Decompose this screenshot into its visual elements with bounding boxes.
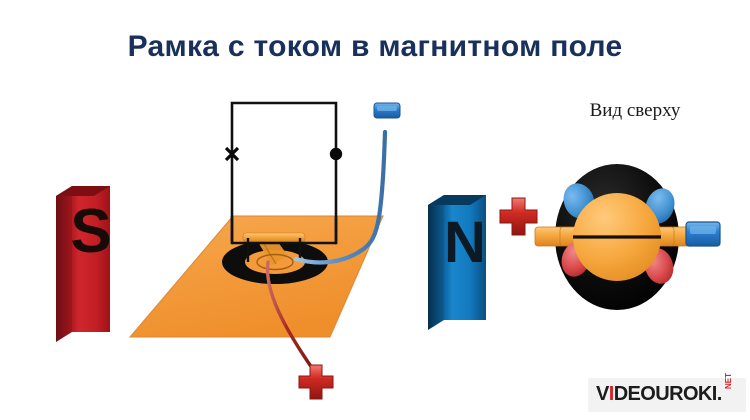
logo-wordmark: VIDEOUROKI.: [596, 383, 722, 406]
north-magnet: N: [428, 195, 486, 330]
negative-lead-wire: [293, 129, 388, 265]
positive-terminal-main[interactable]: [298, 364, 334, 400]
into-page-marker: [224, 146, 240, 162]
negative-terminal-main[interactable]: [373, 102, 401, 119]
current-direction-markers: [224, 146, 343, 162]
page-title: Рамка с током в магнитном поле: [127, 30, 623, 63]
south-magnet-label: S: [70, 197, 111, 266]
out-of-page-marker: [329, 147, 343, 161]
north-magnet-label: N: [444, 210, 486, 275]
south-magnet: S: [56, 186, 112, 342]
topview-diagram: [534, 164, 721, 310]
videouroki-logo: VIDEOUROKI. NET: [588, 373, 746, 412]
topview-caption: Вид сверху: [589, 100, 681, 121]
positive-terminal-topview[interactable]: [499, 197, 538, 236]
logo-rest: DEOUROKI.: [613, 383, 723, 405]
logo-net-suffix: NET: [724, 373, 733, 389]
positive-lead-wire: [265, 260, 314, 370]
logo-letter-i: I: [608, 383, 615, 405]
negative-terminal-topview[interactable]: [685, 221, 721, 247]
coil-support: [242, 232, 306, 271]
current-loop-frame: [230, 101, 338, 262]
logo-letter-v: V: [596, 383, 609, 405]
